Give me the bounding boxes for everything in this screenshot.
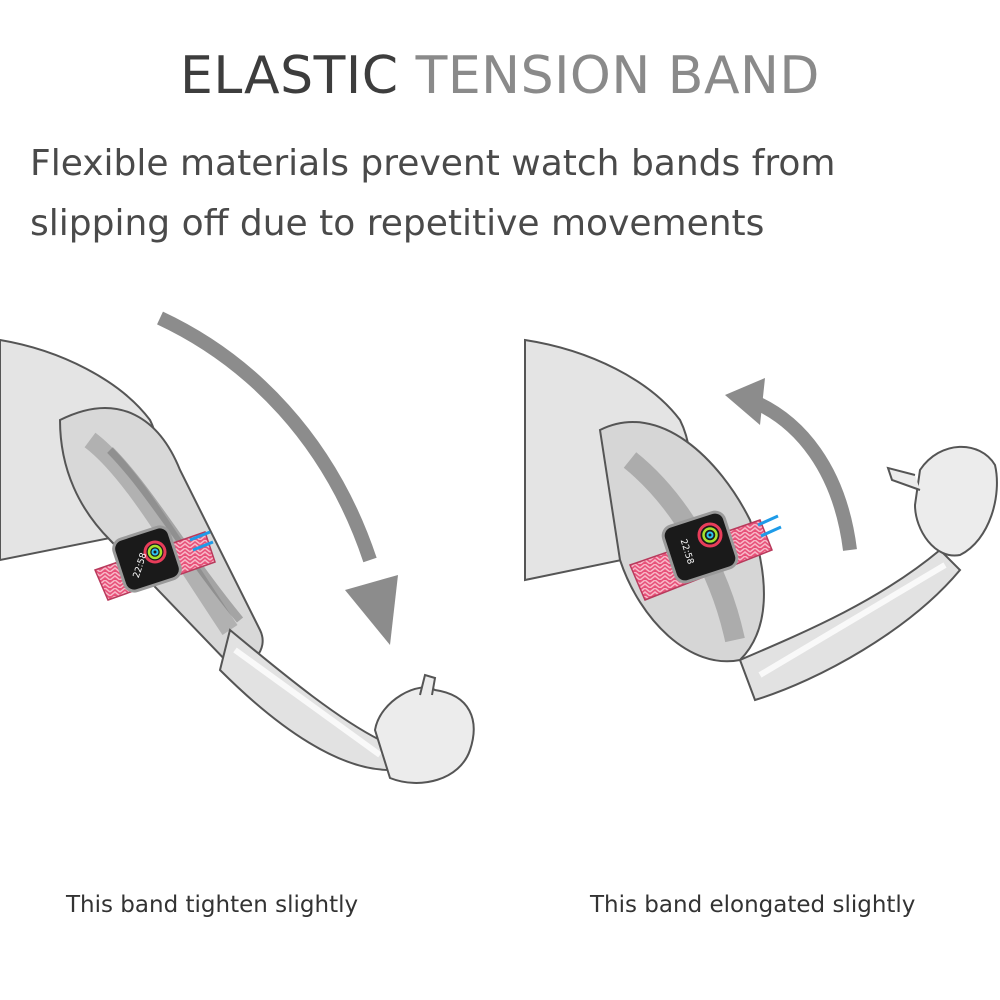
- title-word-tension-band: TENSION BAND: [415, 46, 820, 106]
- title-word-elastic: ELASTIC: [180, 46, 399, 106]
- arm-flexed-illustration: 22:58: [524, 338, 998, 702]
- caption-elongated: This band elongated slightly: [590, 892, 916, 918]
- page-title: ELASTIC TENSION BAND: [0, 46, 1000, 106]
- stretch-arrows-icon: [189, 530, 214, 552]
- caption-tighten: This band tighten slightly: [66, 892, 359, 918]
- smartwatch-icon: 22:58: [661, 510, 739, 584]
- curved-arrow-icon: [157, 311, 398, 645]
- curved-arrow-icon: [725, 378, 857, 551]
- stretch-arrows-icon: [757, 514, 782, 538]
- page-subtitle: Flexible materials prevent watch bands f…: [30, 143, 836, 244]
- smartwatch-icon: 22:58: [112, 525, 182, 593]
- arm-straight-illustration: 22:58: [0, 311, 475, 784]
